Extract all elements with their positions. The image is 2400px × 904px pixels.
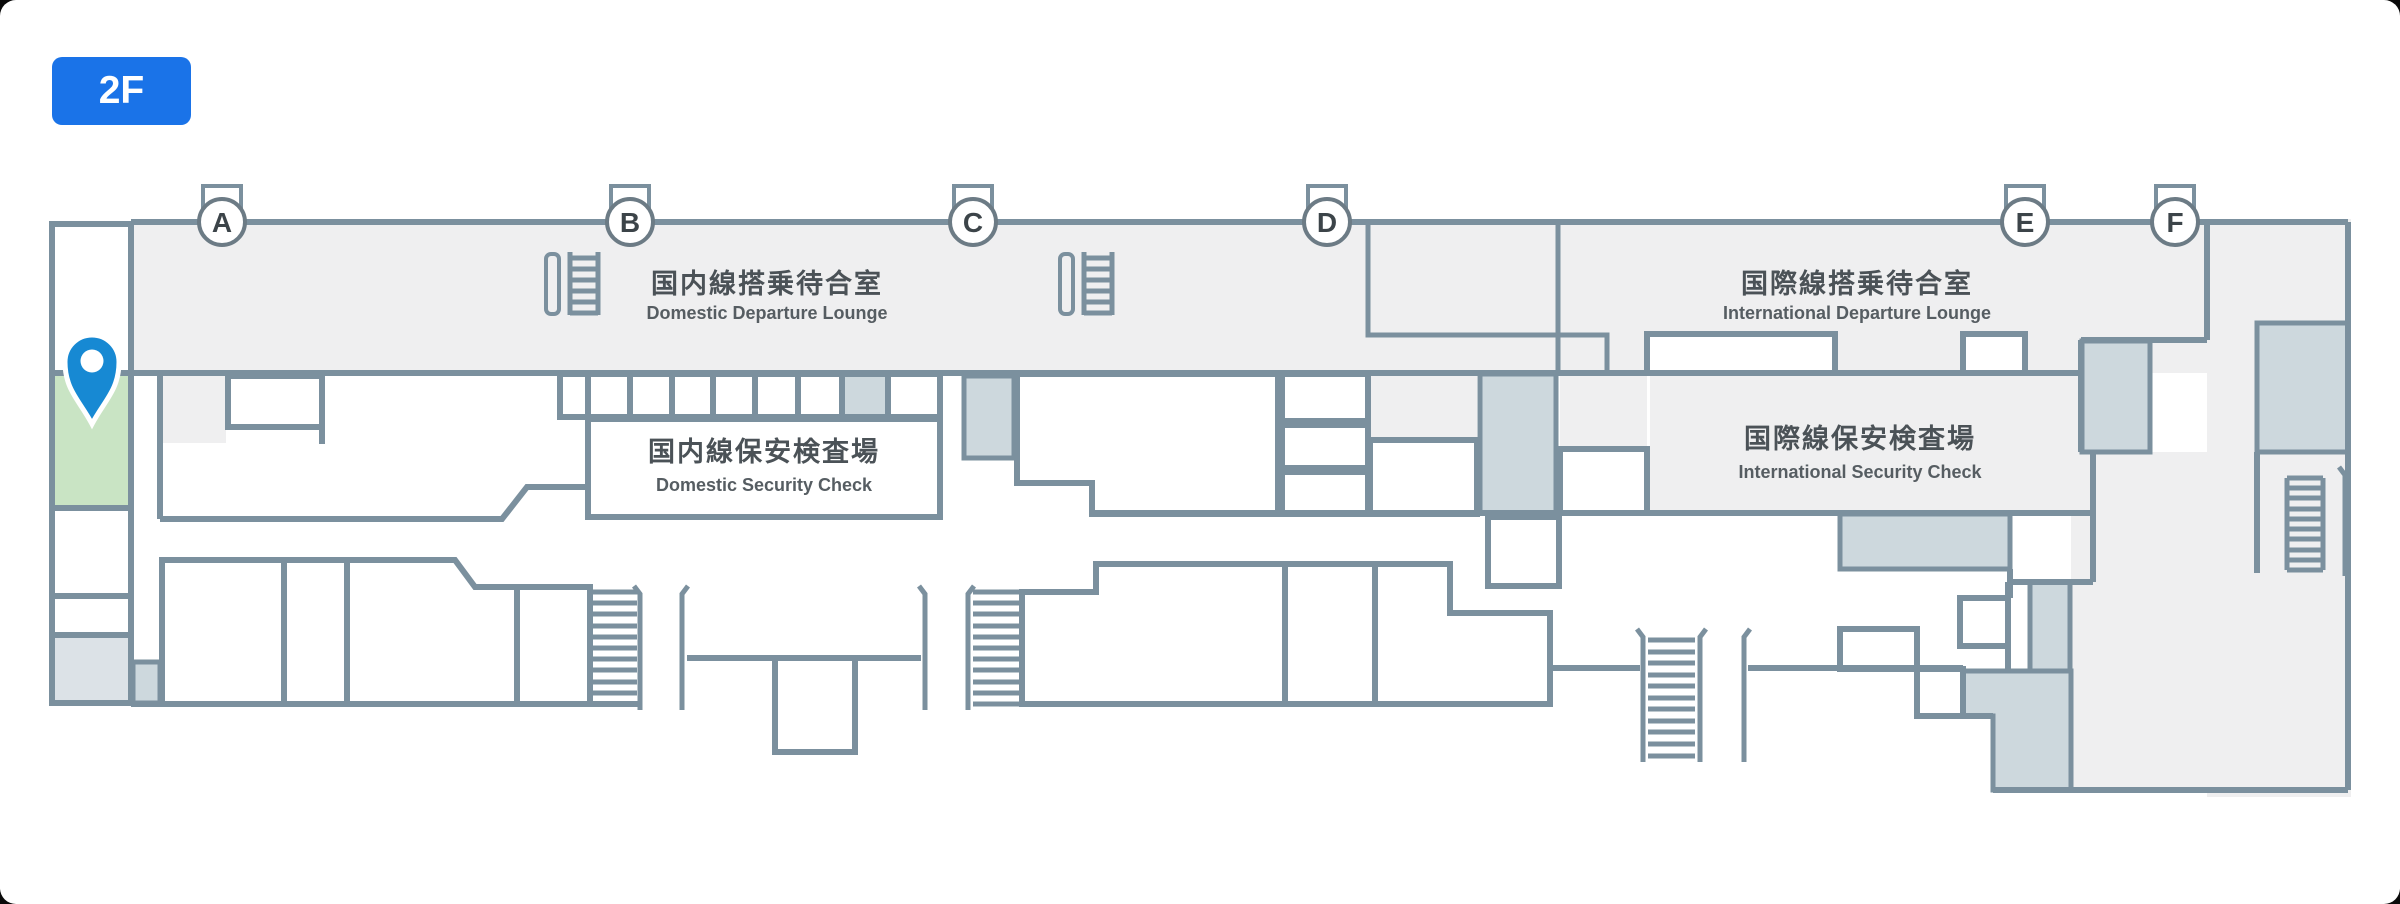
room [1014,371,1281,517]
current-location-pin [62,332,122,430]
gate-marker-d: D [1302,197,1352,247]
room-block [159,557,593,707]
escalator-icon-domestic-2 [1058,252,1115,316]
international-security-check-label-jp: 国際線保安検査場 [1744,423,1976,454]
walls [49,219,2351,793]
room [1485,514,1562,589]
gate-label: E [2016,207,2035,238]
gate-badge [2150,197,2200,247]
lounge-room [1960,331,2028,376]
room [1914,666,1966,719]
gate-badge [1302,197,1352,247]
room [1957,595,2011,649]
floor-selector-label: 2F [98,69,145,112]
domestic-security-check-label-en: Domestic Security Check [656,475,873,495]
gate-badge [2000,197,2050,247]
room [1837,626,1920,672]
gate-badge [605,197,655,247]
rooms [159,219,2028,755]
gate-marker-b: B [605,197,655,247]
gate-marker-c: C [948,197,998,247]
gate-marker-e: E [2000,197,2050,247]
domestic-departure-lounge-label-en: Domestic Departure Lounge [646,303,887,323]
lounge-room [1555,332,1610,376]
room [772,655,858,755]
stairs-icon [590,589,637,707]
location-pin-dot [80,349,104,373]
room [1279,371,1371,424]
floor-selector-button[interactable]: 2F [52,57,191,125]
room [225,373,325,430]
room [1279,469,1371,517]
stairs-icon [973,589,1022,707]
room [1367,437,1480,517]
international-security-check-label-en: International Security Check [1738,462,1982,482]
gate-label: C [963,207,983,238]
location-pin-icon [62,332,122,430]
area-labels: 国内線搭乗待合室 Domestic Departure Lounge 国内線保安… [646,268,1991,495]
gate-badge [948,197,998,247]
gate-marker-f: F [2150,197,2200,247]
escalator-icon-domestic [544,252,601,316]
gate-label: A [212,207,232,238]
domestic-security-check-room [585,416,943,520]
stairs-southeast [1635,627,1752,762]
gate-label: B [620,207,640,238]
intl-security-zone [1650,373,2093,513]
stairs-icon [1648,637,1695,759]
room [1557,446,1650,516]
international-departure-lounge-label-jp: 国際線搭乗待合室 [1741,268,1973,299]
jet-bridges [201,184,2196,224]
domestic-departure-lounge-label-jp: 国内線搭乗待合室 [651,268,883,299]
international-departure-lounge-label-en: International Departure Lounge [1723,303,1991,323]
stairs-southwest [590,584,690,710]
gate-badge [197,197,247,247]
domestic-security-check-label-jp: 国内線保安検査場 [648,436,880,467]
lounge-room [1644,331,1838,376]
gate-markers: A B C D E F [197,197,2200,247]
stairs-south-center [917,584,1022,710]
lounge-room [1365,219,1561,338]
stairs-icon [2287,475,2323,573]
gate-label: D [1317,207,1337,238]
room [1279,422,1371,471]
gate-marker-a: A [197,197,247,247]
stairs-gate-f [2284,465,2348,576]
gate-label: F [2166,207,2183,238]
